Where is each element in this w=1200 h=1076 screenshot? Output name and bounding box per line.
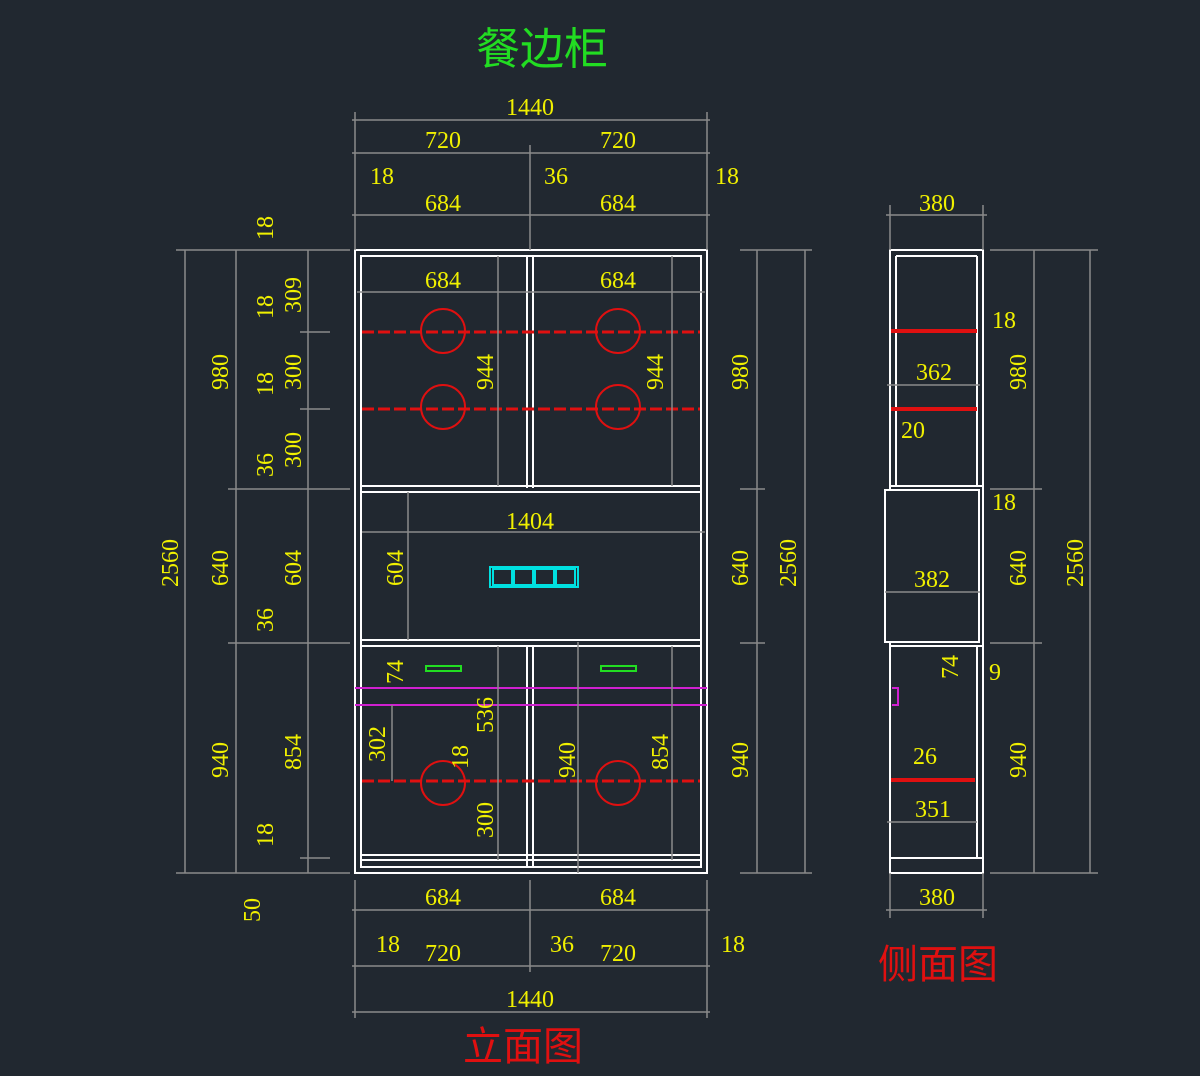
- dim-text: 362: [916, 360, 952, 386]
- dim-text: 684: [425, 268, 461, 294]
- dim-text: 940: [728, 742, 754, 778]
- dim-text: 9: [989, 660, 1001, 686]
- drawing-title: 餐边柜: [476, 24, 608, 75]
- side-view-caption: 侧面图: [878, 942, 998, 988]
- dim-text: 536: [473, 697, 499, 733]
- dim-text: 980: [728, 354, 754, 390]
- dim-text: 2560: [1063, 539, 1089, 587]
- dim-text: 980: [1006, 354, 1032, 390]
- dim-text: 604: [281, 550, 307, 586]
- dim-text: 940: [1006, 742, 1032, 778]
- dim-text: 380: [919, 885, 955, 911]
- dim-text: 1440: [506, 987, 554, 1013]
- dim-text: 18: [253, 216, 279, 240]
- dim-text: 74: [938, 655, 964, 679]
- dim-text: 382: [914, 567, 950, 593]
- shelf-pin-lines: [362, 308, 700, 806]
- dim-text: 684: [600, 268, 636, 294]
- dim-text: 2560: [776, 539, 802, 587]
- dim-text: 1404: [506, 509, 554, 535]
- dim-text: 36: [253, 453, 279, 477]
- dim-text: 18: [253, 823, 279, 847]
- dim-text: 36: [253, 608, 279, 632]
- dim-text: 20: [901, 418, 925, 444]
- dim-text: 854: [648, 734, 674, 770]
- power-socket-icon: [489, 566, 579, 588]
- dim-text: 18: [448, 745, 474, 769]
- dim-total-height: 2560: [158, 539, 184, 587]
- dim-text: 940: [208, 742, 234, 778]
- dim-text: 18: [992, 490, 1016, 516]
- dim-text: 26: [913, 744, 937, 770]
- dim-text: 300: [281, 432, 307, 468]
- dim-text: 18: [253, 295, 279, 319]
- dim-text: 18: [370, 164, 394, 190]
- dim-text: 640: [728, 550, 754, 586]
- dim-text: 640: [208, 550, 234, 586]
- dim-text: 944: [473, 354, 499, 390]
- dim-text: 50: [240, 898, 266, 922]
- dim-text: 18: [253, 372, 279, 396]
- handle-icon: [425, 665, 462, 672]
- dim-text: 684: [600, 885, 636, 911]
- dim-overall-width: 1440: [506, 95, 554, 121]
- dim-text: 380: [919, 191, 955, 217]
- dim-text: 18: [992, 308, 1016, 334]
- dim-text: 944: [643, 354, 669, 390]
- dim-text: 940: [555, 742, 581, 778]
- front-elevation: 1440 720 720 18 36 18 684 684 684 684 94…: [158, 95, 812, 1070]
- dim-text: 854: [281, 734, 307, 770]
- dim-text: 980: [208, 354, 234, 390]
- dim-text: 18: [715, 164, 739, 190]
- dim-text: 720: [425, 941, 461, 967]
- dim-text: 684: [425, 191, 461, 217]
- dim-text: 604: [383, 550, 409, 586]
- dim-text: 640: [1006, 550, 1032, 586]
- dim-text: 300: [473, 802, 499, 838]
- dim-text: 684: [600, 191, 636, 217]
- dim-text: 302: [365, 726, 391, 762]
- dim-text: 74: [383, 660, 409, 684]
- dim-text: 684: [425, 885, 461, 911]
- dim-text: 720: [600, 128, 636, 154]
- front-elevation-caption: 立面图: [463, 1024, 583, 1070]
- dim-text: 720: [600, 941, 636, 967]
- dim-text: 18: [376, 932, 400, 958]
- handle-icon: [600, 665, 637, 672]
- dim-text: 36: [550, 932, 574, 958]
- dim-text: 18: [721, 932, 745, 958]
- dim-text: 351: [915, 797, 951, 823]
- dim-text: 300: [281, 354, 307, 390]
- dim-text: 720: [425, 128, 461, 154]
- side-view: 380 18 362 20 18 382 74 9 26 351 980 640…: [878, 191, 1098, 988]
- dim-text: 36: [544, 164, 568, 190]
- dim-text: 309: [281, 277, 307, 313]
